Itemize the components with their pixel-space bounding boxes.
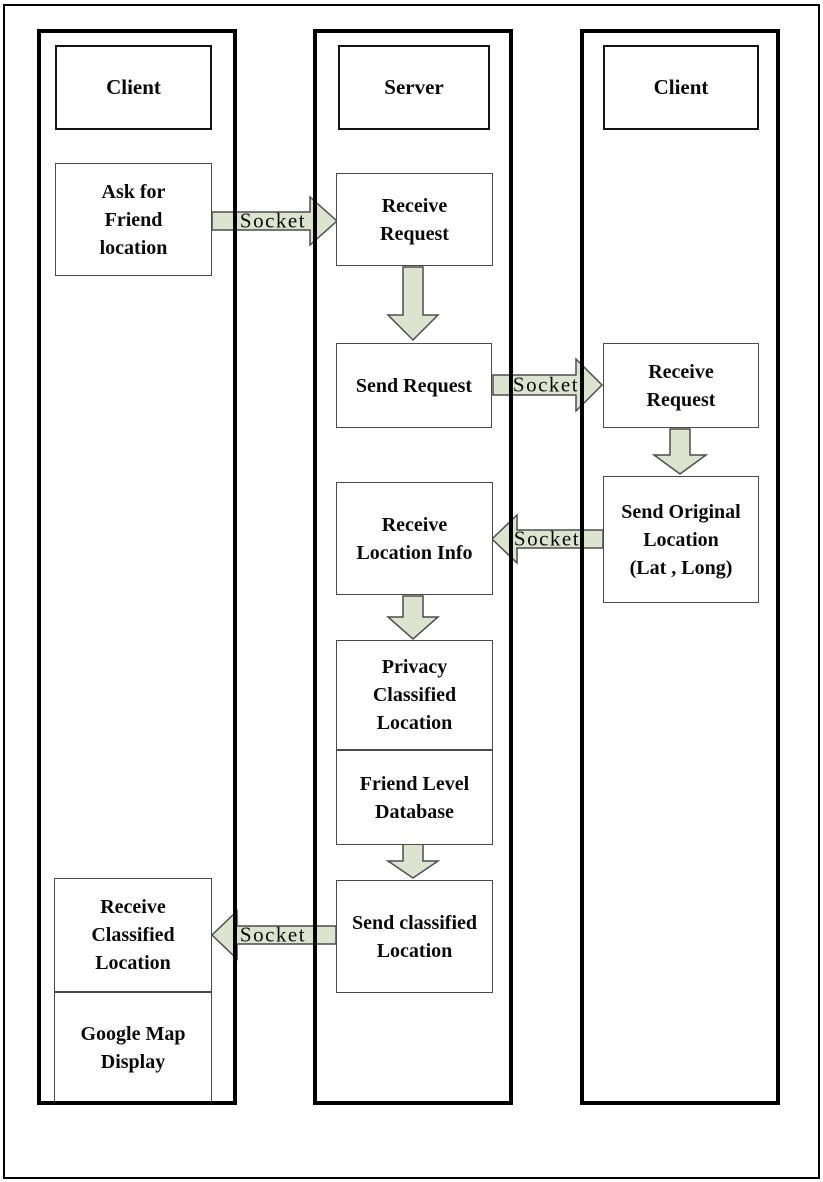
lane-left-title: Client (106, 74, 161, 99)
socket-label-3: Socket (513, 526, 581, 551)
box-label: Receive Request (380, 194, 449, 245)
box-receive-classified-location: Receive Classified Location (54, 878, 212, 992)
box-client2-receive-request: Receive Request (603, 343, 759, 428)
box-label: Receive Location Info (356, 513, 473, 564)
box-ask-for-friend-location: Ask for Friend location (55, 163, 212, 276)
box-label: Send Original Location (Lat , Long) (621, 500, 741, 579)
box-label: Send Request (355, 374, 473, 397)
lane-middle-title-box: Server (338, 45, 490, 130)
box-friend-level-database: Friend Level Database (336, 750, 493, 845)
lane-right-title: Client (653, 74, 709, 99)
box-send-classified-location: Send classified Location (336, 880, 493, 993)
down-arrow-receive-location-to-privacy-icon (386, 595, 440, 640)
socket-arrow-client2-to-server-icon (490, 513, 604, 565)
socket-label-1: Socket (239, 208, 307, 233)
box-google-map-display: Google Map Display (54, 992, 212, 1103)
box-label: Ask for Friend location (99, 180, 168, 259)
box-send-original-location: Send Original Location (Lat , Long) (603, 476, 759, 603)
box-send-request: Send Request (336, 343, 492, 428)
down-arrow-receive-request-to-send-request-icon (386, 266, 440, 342)
box-label: Google Map Display (80, 1022, 186, 1073)
socket-arrow-client1-to-server-icon (211, 195, 339, 247)
down-arrow-database-to-send-classified-icon (385, 843, 441, 879)
socket-arrow-server-to-client2-icon (492, 357, 604, 413)
box-label: Receive Request (646, 360, 716, 411)
box-label: Privacy Classified Location (372, 656, 457, 734)
lane-left-title-box: Client (55, 45, 212, 130)
box-privacy-classified-location: Privacy Classified Location (336, 640, 493, 750)
box-label: Send classified Location (351, 911, 478, 962)
lane-middle-title: Server (384, 74, 444, 99)
socket-label-2: Socket (512, 372, 580, 397)
box-label: Friend Level Database (359, 772, 470, 823)
socket-arrow-server-to-client1-icon (210, 909, 337, 961)
down-arrow-receive-request-to-send-original-icon (651, 428, 709, 475)
box-server-receive-request: Receive Request (336, 173, 493, 266)
socket-label-4: Socket (239, 922, 307, 947)
page-border (3, 4, 820, 1179)
box-label: Receive Classified Location (91, 896, 175, 974)
lane-right-title-box: Client (603, 45, 759, 130)
box-receive-location-info: Receive Location Info (336, 482, 493, 595)
